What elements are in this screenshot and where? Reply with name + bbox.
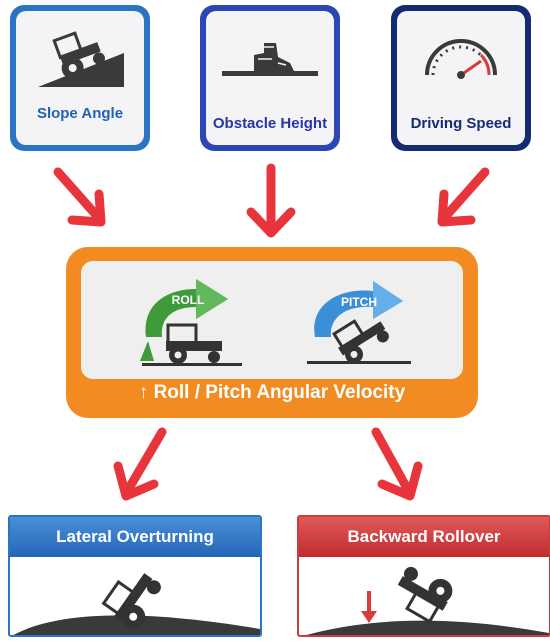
- factor-label-slope: Slope Angle: [36, 105, 124, 122]
- outcome-title-lateral: Lateral Overturning: [10, 517, 260, 557]
- roll-icon: ROLL: [140, 279, 242, 366]
- outcome-title-backward: Backward Rollover: [299, 517, 549, 557]
- arrow-slope-to-center: [53, 167, 106, 227]
- roll-pitch-box: ROLL PITCH ↑ Rol: [66, 247, 478, 418]
- arrow-speed-to-center: [437, 167, 490, 227]
- pitch-icon: PITCH: [307, 281, 411, 364]
- arrow-center-to-lateral: [113, 427, 167, 501]
- arrow-obstacle-to-center: [246, 163, 296, 238]
- tractor-backward-flip-icon: [306, 566, 549, 635]
- arrow-center-to-backward: [371, 427, 423, 501]
- roll-label: ROLL: [172, 293, 205, 307]
- speedometer-icon: [425, 39, 497, 79]
- obstacle-bump-icon: [222, 43, 318, 76]
- tractor-on-slope-icon: [38, 31, 124, 87]
- angular-velocity-caption: ↑ Roll / Pitch Angular Velocity: [138, 382, 406, 403]
- factor-obstacle-height: Obstacle Height: [200, 5, 340, 151]
- tractor-side-tipping-icon: [13, 573, 260, 635]
- factor-label-speed: Driving Speed: [410, 115, 512, 132]
- pitch-label: PITCH: [341, 295, 377, 309]
- factor-driving-speed: Driving Speed: [391, 5, 531, 151]
- outcome-backward-rollover: Backward Rollover: [297, 515, 550, 637]
- factor-label-obstacle: Obstacle Height: [212, 115, 328, 132]
- factor-slope-angle: Slope Angle: [10, 5, 150, 151]
- outcome-lateral-overturning: Lateral Overturning: [8, 515, 262, 637]
- roll-pitch-panel: ROLL PITCH: [81, 261, 463, 379]
